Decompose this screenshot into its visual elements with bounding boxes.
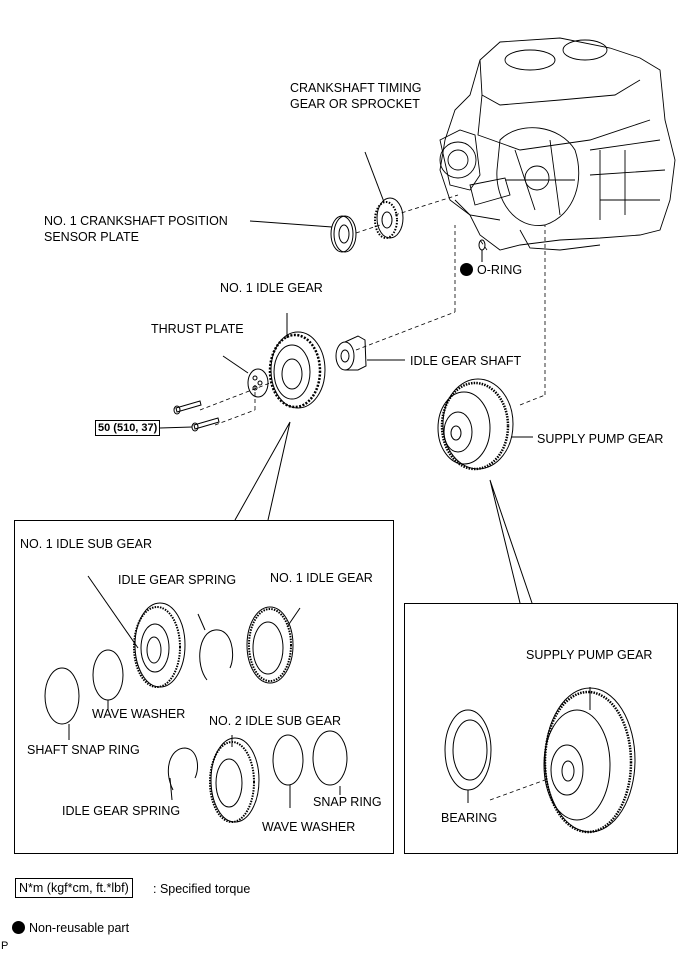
bolts-drawing: [159, 400, 220, 432]
label-supply-pump-gear: SUPPLY PUMP GEAR: [537, 432, 664, 446]
label-wave-washer-bottom: WAVE WASHER: [262, 820, 356, 834]
detail-callout-lines: [234, 421, 533, 604]
label-crankshaft-timing-gear-line1: CRANKSHAFT TIMING: [290, 81, 422, 95]
label-detail-supply-pump-gear: SUPPLY PUMP GEAR: [526, 648, 653, 662]
idle-gear-detail-box: [14, 520, 394, 854]
label-detail-no1-idle-gear: NO. 1 IDLE GEAR: [270, 571, 373, 585]
thrust-plate-drawing: [222, 355, 269, 398]
o-ring-drawing: [478, 239, 486, 262]
engine-block: [439, 37, 676, 251]
supply-pump-detail-box: [404, 603, 678, 854]
legend-torque-desc: : Specified torque: [153, 882, 251, 896]
label-sensor-plate-line2: SENSOR PLATE: [44, 230, 139, 244]
assembly-dashed-lines: [199, 194, 546, 801]
idle-gear-shaft-drawing: [335, 335, 405, 371]
o-ring-text: O-RING: [477, 263, 523, 277]
idle-gear-detail-parts: [44, 575, 348, 823]
label-thrust-plate: THRUST PLATE: [151, 322, 244, 336]
supply-pump-detail-parts: [444, 687, 636, 834]
label-no1-idle-gear: NO. 1 IDLE GEAR: [220, 281, 323, 295]
non-reusable-dot-icon: [460, 263, 473, 276]
legend-torque-unit: N*m (kgf*cm, ft.*lbf): [15, 878, 133, 898]
label-no2-idle-sub-gear: NO. 2 IDLE SUB GEAR: [209, 714, 341, 728]
label-o-ring: O-RING: [460, 262, 522, 278]
label-snap-ring: SNAP RING: [313, 795, 382, 809]
torque-spec-box: 50 (510, 37): [95, 420, 161, 436]
label-shaft-snap-ring: SHAFT SNAP RING: [27, 743, 140, 757]
label-idle-gear-spring-bottom: IDLE GEAR SPRING: [62, 804, 181, 818]
idle-gear-drawing: [268, 313, 326, 409]
label-bearing: BEARING: [441, 811, 498, 825]
page-marker: P: [1, 940, 9, 952]
non-reusable-dot-icon: [12, 921, 25, 934]
label-sensor-plate-line1: NO. 1 CRANKSHAFT POSITION: [44, 214, 228, 228]
label-wave-washer-top: WAVE WASHER: [92, 707, 186, 721]
label-crankshaft-timing-gear-line2: GEAR OR SPROCKET: [290, 97, 420, 111]
sensor-plate-drawing: [249, 215, 357, 253]
crankshaft-timing-gear-drawing: [364, 151, 404, 239]
legend-non-reusable-text: Non-reusable part: [29, 921, 130, 935]
label-idle-gear-spring-top: IDLE GEAR SPRING: [118, 573, 237, 587]
label-no1-idle-sub-gear: NO. 1 IDLE SUB GEAR: [20, 537, 152, 551]
legend-non-reusable: Non-reusable part: [12, 920, 129, 936]
label-idle-gear-shaft: IDLE GEAR SHAFT: [410, 354, 522, 368]
supply-pump-gear-drawing: [437, 378, 533, 471]
